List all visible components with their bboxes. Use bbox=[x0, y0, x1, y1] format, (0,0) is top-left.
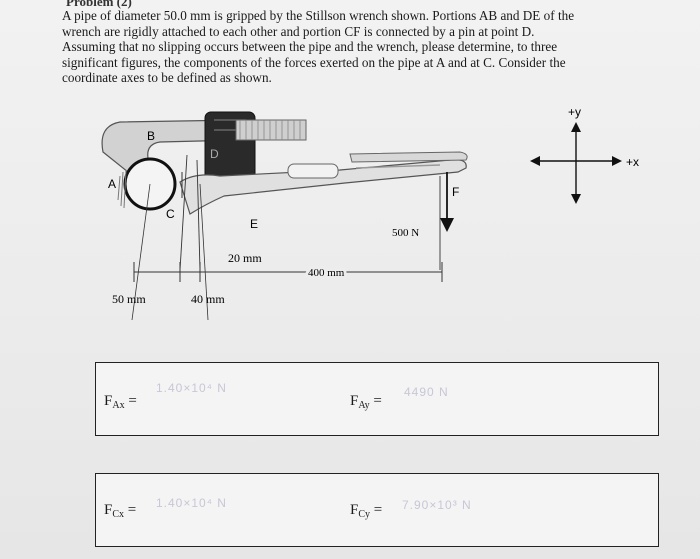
point-label-f: F bbox=[452, 185, 459, 199]
point-label-d: D bbox=[210, 147, 219, 161]
wrench-handle-slot bbox=[287, 163, 339, 179]
wrench-diagram: A B C D E F 500 N 20 mm 400 mm 50 mm 40 … bbox=[101, 105, 639, 321]
answer-box-c: FCx = 1.40×10⁴ N FCy = 7.90×10³ N bbox=[95, 473, 659, 547]
value-fcx[interactable]: 1.40×10⁴ N bbox=[156, 496, 227, 510]
point-label-b: B bbox=[147, 129, 155, 143]
dim-label-400: 400 mm bbox=[308, 267, 345, 279]
force-arrowhead bbox=[440, 218, 454, 232]
point-label-a: A bbox=[108, 177, 116, 191]
label-fcy: FCy = bbox=[350, 502, 383, 520]
axis-label-x: +x bbox=[626, 155, 639, 169]
dim-label-40: 40 mm bbox=[191, 292, 225, 306]
problem-line-1: A pipe of diameter 50.0 mm is gripped by… bbox=[62, 8, 575, 23]
value-fax[interactable]: 1.40×10⁴ N bbox=[156, 381, 227, 395]
axis-label-y: +y bbox=[568, 105, 581, 119]
problem-line-3: Assuming that no slipping occurs between… bbox=[62, 39, 558, 55]
problem-line-4: significant figures, the components of t… bbox=[62, 54, 566, 70]
point-label-c: C bbox=[166, 207, 175, 221]
label-fay: FAy = bbox=[350, 393, 382, 411]
problem-line-5: coordinate axes to be defined as shown. bbox=[62, 70, 272, 86]
problem-line-2: wrench are rigidly attached to each othe… bbox=[62, 23, 535, 39]
value-fcy[interactable]: 7.90×10³ N bbox=[402, 498, 472, 512]
wrench-handle bbox=[179, 159, 467, 215]
dim-label-20: 20 mm bbox=[228, 251, 262, 265]
wrench-knurl bbox=[235, 119, 307, 141]
label-fcx: FCx = bbox=[104, 502, 137, 520]
label-fax: FAx = bbox=[104, 393, 137, 411]
problem-statement: A pipe of diameter 50.0 mm is gripped by… bbox=[62, 8, 662, 86]
problem-heading: Problem (2) bbox=[66, 0, 132, 9]
value-fay[interactable]: 4490 N bbox=[404, 385, 449, 399]
dim-label-50: 50 mm bbox=[112, 292, 146, 306]
force-label: 500 N bbox=[392, 227, 419, 239]
point-label-e: E bbox=[250, 217, 258, 231]
answer-box-a: FAx = 1.40×10⁴ N FAy = 4490 N bbox=[95, 362, 659, 436]
